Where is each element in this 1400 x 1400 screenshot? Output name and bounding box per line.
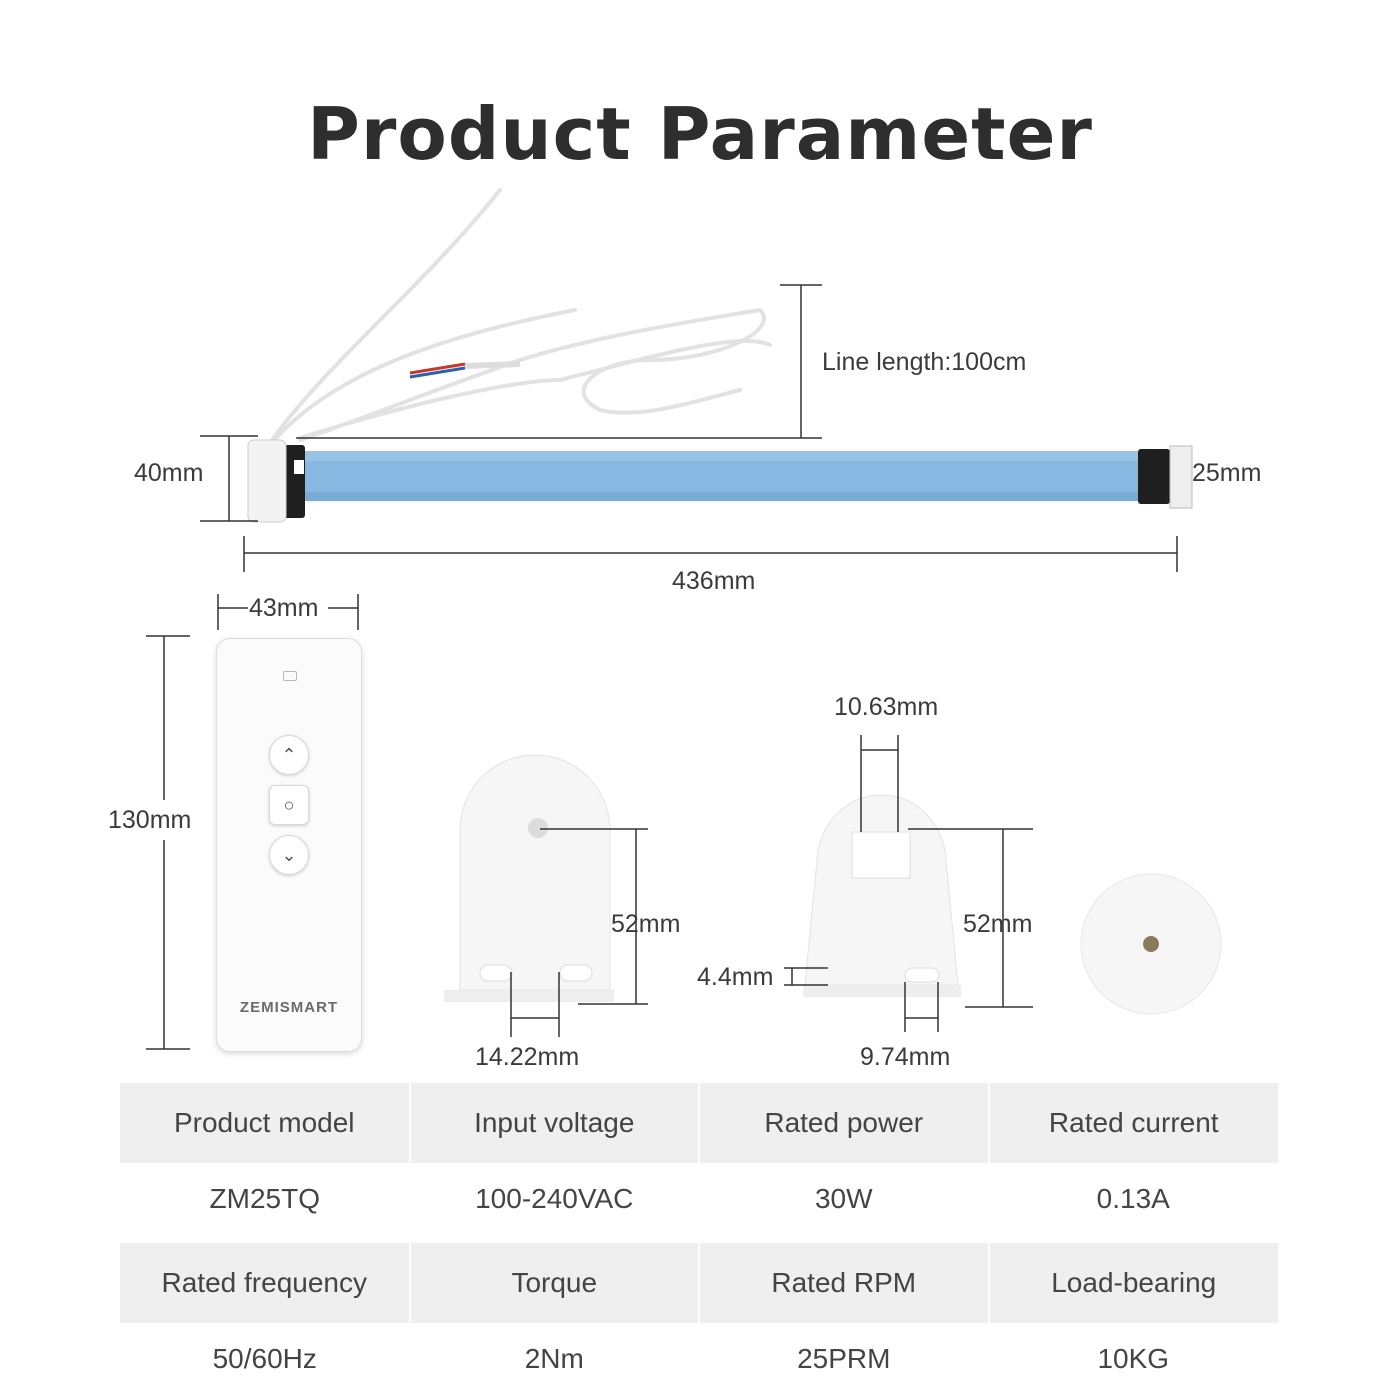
remote-height-label: 130mm: [108, 806, 192, 834]
spec-value: 10KG: [988, 1323, 1278, 1395]
page-title: Product Parameter: [307, 92, 1093, 176]
spec-value: 100-240VAC: [409, 1163, 699, 1235]
motor-tube: [247, 439, 1193, 523]
motor-diameter-label: 40mm: [134, 459, 204, 487]
spec-header: Rated frequency: [120, 1243, 410, 1323]
motor-cable: [270, 188, 772, 442]
spec-header: Product model: [120, 1083, 410, 1163]
spec-header: Rated power: [698, 1083, 989, 1163]
spec-value: ZM25TQ: [120, 1163, 410, 1235]
spec-value: 2Nm: [409, 1323, 699, 1395]
spec-header-row: Rated frequency Torque Rated RPM Load-be…: [120, 1243, 1278, 1323]
shaft-diameter-label: 25mm: [1192, 459, 1262, 487]
spec-header-row: Product model Input voltage Rated power …: [120, 1083, 1278, 1163]
stop-icon: ○: [269, 785, 309, 825]
motor-length-label: 436mm: [672, 567, 756, 595]
remote-control: ⌃ ○ ⌄ ZEMISMART: [216, 638, 362, 1052]
remote-brand: ZEMISMART: [239, 999, 339, 1016]
dimension-lines: [146, 284, 1178, 1050]
spec-value: 25PRM: [699, 1323, 989, 1395]
spec-header: Load-bearing: [987, 1243, 1278, 1323]
chevron-up-icon: ⌃: [269, 735, 309, 775]
spec-table: Product model Input voltage Rated power …: [120, 1083, 1278, 1395]
bracket-left-height-label: 52mm: [611, 910, 681, 938]
remote-width-label: 43mm: [249, 594, 319, 622]
chevron-down-icon: ⌄: [269, 835, 309, 875]
line-length-label: Line length:100cm: [822, 348, 1027, 376]
spec-value: 50/60Hz: [120, 1323, 410, 1395]
spec-header: Torque: [408, 1243, 699, 1323]
bracket-right-height-label: 52mm: [963, 910, 1033, 938]
bracket-thickness-label: 4.4mm: [697, 963, 774, 991]
spec-value-row: ZM25TQ 100-240VAC 30W 0.13A: [120, 1163, 1278, 1235]
bracket-left-shape: [444, 754, 614, 1002]
cable-wires: [409, 361, 521, 379]
spec-value: 0.13A: [988, 1163, 1278, 1235]
bracket-right-shape: [803, 794, 961, 997]
spec-value: 30W: [699, 1163, 989, 1235]
spec-header: Input voltage: [408, 1083, 699, 1163]
end-cap-disc: [1080, 873, 1222, 1015]
bracket-right-top-label: 10.63mm: [834, 693, 939, 721]
bracket-left-slot-label: 14.22mm: [475, 1043, 580, 1071]
led-indicator: [283, 671, 297, 681]
spec-header: Rated current: [987, 1083, 1278, 1163]
bracket-right-slot-label: 9.74mm: [860, 1043, 951, 1071]
spec-header: Rated RPM: [698, 1243, 989, 1323]
spec-value-row: 50/60Hz 2Nm 25PRM 10KG: [120, 1323, 1278, 1395]
